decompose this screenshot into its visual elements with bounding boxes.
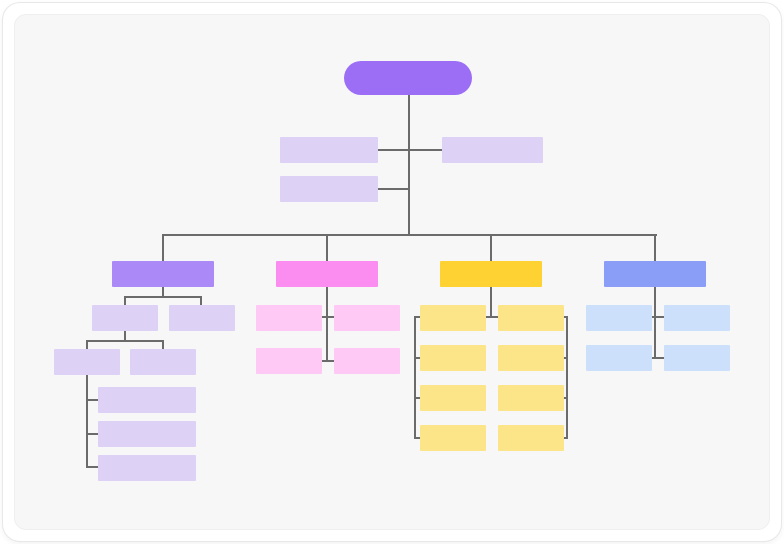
edge-connector: [414, 357, 421, 359]
edge-connector: [162, 287, 164, 297]
edge-connector: [414, 437, 421, 439]
branch-c-child-2[interactable]: [498, 305, 564, 331]
edge-connector: [414, 316, 416, 439]
edge-connector: [566, 316, 568, 439]
branch-d-child-2[interactable]: [664, 305, 730, 331]
edge-connector: [200, 296, 202, 306]
branch-b-child-2[interactable]: [334, 305, 400, 331]
branch-b-child-4[interactable]: [334, 348, 400, 374]
edge-connector: [652, 316, 664, 318]
branch-c-header[interactable]: [440, 261, 542, 287]
edge-connector: [326, 234, 328, 262]
assistant-node-1[interactable]: [280, 137, 378, 163]
edge-connector: [378, 149, 442, 151]
edge-connector: [490, 234, 492, 262]
edge-connector: [490, 287, 492, 318]
edge-connector: [86, 340, 164, 342]
edge-connector: [654, 234, 656, 262]
branch-a-item-3[interactable]: [98, 455, 196, 481]
assistant-node-2[interactable]: [280, 176, 378, 202]
edge-connector: [408, 95, 410, 235]
branch-d-header[interactable]: [604, 261, 706, 287]
branch-c-child-4[interactable]: [498, 345, 564, 371]
edge-connector: [486, 316, 498, 318]
root-node[interactable]: [344, 61, 472, 95]
edge-connector: [563, 316, 568, 318]
branch-b-child-1[interactable]: [256, 305, 322, 331]
edge-connector: [86, 433, 99, 435]
branch-c-child-7[interactable]: [420, 425, 486, 451]
branch-b-header[interactable]: [276, 261, 378, 287]
edge-connector: [86, 399, 99, 401]
edge-connector: [162, 340, 164, 350]
branch-c-child-6[interactable]: [498, 385, 564, 411]
branch-a-child-1[interactable]: [92, 305, 158, 331]
branch-b-child-3[interactable]: [256, 348, 322, 374]
edge-connector: [322, 316, 334, 318]
edge-connector: [326, 287, 328, 362]
edge-connector: [378, 188, 410, 190]
branch-d-child-3[interactable]: [586, 345, 652, 371]
edge-connector: [414, 316, 421, 318]
branch-a-child-2[interactable]: [169, 305, 235, 331]
branch-a-child-4[interactable]: [130, 349, 196, 375]
edge-connector: [86, 340, 88, 350]
branch-c-child-8[interactable]: [498, 425, 564, 451]
edge-connector: [124, 331, 126, 341]
branch-a-item-2[interactable]: [98, 421, 196, 447]
edge-connector: [563, 357, 568, 359]
edge-connector: [652, 357, 664, 359]
edge-connector: [563, 397, 568, 399]
edge-connector: [654, 287, 656, 359]
branch-d-child-1[interactable]: [586, 305, 652, 331]
branch-a-header[interactable]: [112, 261, 214, 287]
branch-c-child-1[interactable]: [420, 305, 486, 331]
edge-connector: [86, 466, 99, 468]
branch-c-child-5[interactable]: [420, 385, 486, 411]
edge-connector: [322, 360, 334, 362]
branch-c-child-3[interactable]: [420, 345, 486, 371]
branch-a-child-3[interactable]: [54, 349, 120, 375]
assistant-node-3[interactable]: [442, 137, 543, 163]
branch-d-child-4[interactable]: [664, 345, 730, 371]
edge-connector: [124, 296, 202, 298]
edge-connector: [162, 234, 164, 262]
edge-connector: [162, 234, 657, 236]
branch-a-item-1[interactable]: [98, 387, 196, 413]
edge-connector: [86, 374, 88, 468]
edge-connector: [563, 437, 568, 439]
edge-connector: [124, 296, 126, 306]
edge-connector: [414, 397, 421, 399]
